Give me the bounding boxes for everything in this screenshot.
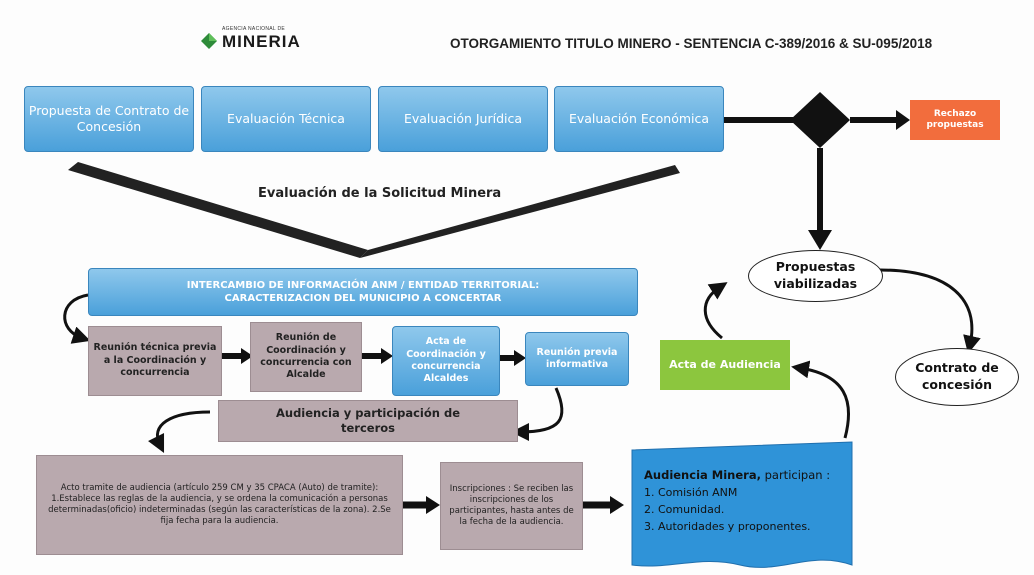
decision-diamond: [790, 92, 850, 148]
audiencia-minera-title: Audiencia Minera,: [644, 468, 761, 482]
logo-agency-text: AGENCIA NACIONAL DE: [222, 26, 286, 32]
step-evaluacion-economica: Evaluación Económica: [554, 86, 724, 152]
audiencia-minera: Audiencia Minera, participan : 1. Comisi…: [630, 440, 855, 575]
audiencia-participacion: Audiencia y participación de terceros: [218, 400, 518, 442]
agency-logo: AGENCIA NACIONAL DE MINERIA: [200, 26, 320, 56]
meeting-informativa: Reunión previa informativa: [525, 332, 629, 386]
contrato-concesion: Contrato de concesión: [895, 348, 1019, 406]
acto-tramite: Acto tramite de audiencia (artículo 259 …: [36, 455, 403, 555]
exchange-banner: INTERCAMBIO DE INFORMACIÓN ANM / ENTIDAD…: [88, 268, 638, 316]
page-title: OTORGAMIENTO TITULO MINERO - SENTENCIA C…: [450, 36, 933, 51]
step-propuesta: Propuesta de Contrato de Concesión: [24, 86, 194, 152]
propuestas-viabilizadas: Propuestas viabilizadas: [748, 250, 883, 302]
audiencia-minera-suffix: participan :: [760, 468, 831, 482]
funnel-right: [360, 165, 680, 258]
curve-exchange-to-meeting: [63, 293, 91, 344]
meeting-tecnica: Reunión técnica previa a la Coordinación…: [88, 326, 222, 396]
curve-audiencia-to-acto: [147, 410, 211, 454]
curve-propuestas-to-contrato: [879, 268, 981, 354]
curve-informativa-to-audiencia: [511, 387, 564, 441]
participant-list: 1. Comisión ANM 2. Comunidad. 3. Autorid…: [644, 486, 830, 533]
meeting-coordinacion: Reunión de Coordinación y concurrencia c…: [250, 322, 362, 392]
list-item: 2. Comunidad.: [644, 503, 725, 516]
curve-acta-to-propuestas: [703, 282, 728, 340]
list-item: 1. Comisión ANM: [644, 486, 738, 499]
acta-audiencia: Acta de Audiencia: [660, 340, 790, 390]
audiencia-minera-text: Audiencia Minera, participan : 1. Comisi…: [644, 468, 830, 533]
document-shape: [631, 441, 853, 568]
logo-name-text: MINERIA: [222, 32, 301, 51]
list-item: 3. Autoridades y proponentes.: [644, 520, 811, 533]
step-evaluacion-tecnica: Evaluación Técnica: [201, 86, 371, 152]
rejection-box: Rechazo propuestas: [910, 100, 1000, 140]
mineral-icon: [201, 33, 217, 49]
step-evaluacion-juridica: Evaluación Jurídica: [378, 86, 548, 152]
inscripciones: Inscripciones : Se reciben las inscripci…: [440, 462, 583, 550]
curve-minera-to-acta: [791, 360, 850, 439]
funnel-left: [68, 162, 368, 258]
evaluation-label: Evaluación de la Solicitud Minera: [258, 186, 502, 201]
acta-coordinacion: Acta de Coordinación y concurrencia Alca…: [392, 326, 500, 396]
